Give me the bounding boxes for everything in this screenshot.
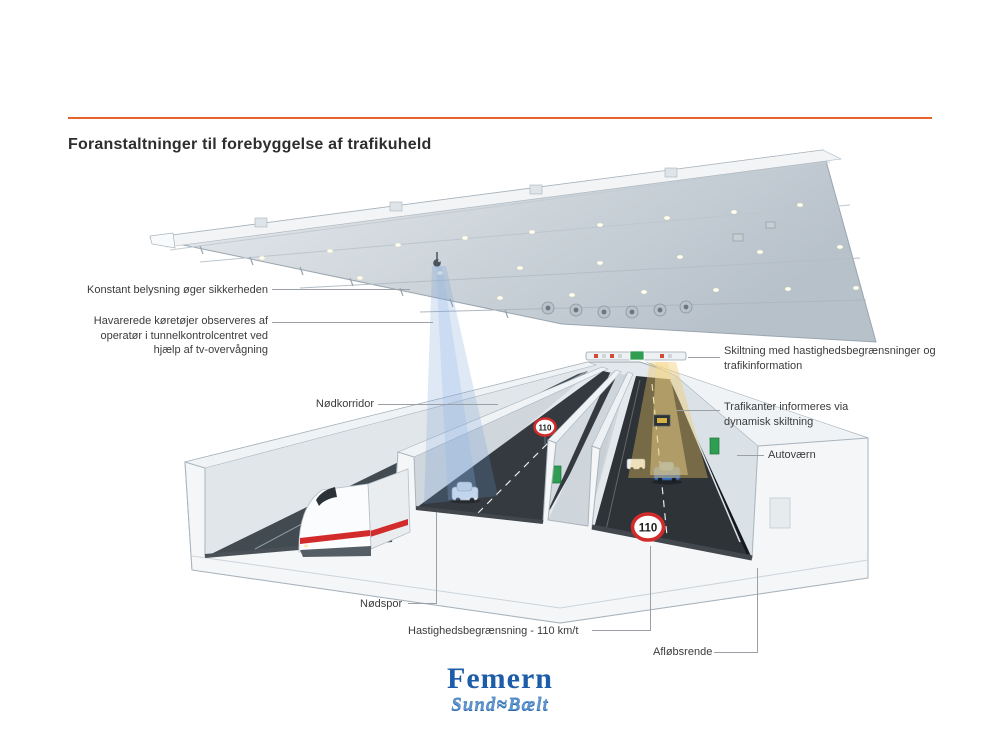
info-sign-gantry (585, 350, 687, 361)
svg-text:110: 110 (639, 523, 658, 535)
white-car (450, 481, 480, 504)
speed-sign-110-small: 110 (533, 417, 557, 444)
gantry-sign (629, 350, 645, 361)
dynamic-sign (653, 414, 671, 427)
connector-line (378, 404, 498, 405)
logo-primary: Femern (447, 662, 553, 695)
emergency-corridor-floor (548, 373, 628, 526)
white-car-far (626, 458, 646, 471)
hanging-fixture (732, 233, 744, 242)
hanging-fixture (765, 221, 776, 229)
connector-line (650, 546, 651, 631)
callout-skiltning: Skiltning med hastighedsbegrænsninger og… (724, 345, 936, 372)
svg-text:110: 110 (539, 424, 552, 433)
connector-line (272, 289, 410, 290)
top-divider (68, 117, 932, 119)
ceiling-lights (258, 202, 860, 319)
passenger-train (298, 468, 411, 557)
callout-hastighedsbegraensning: Hastighedsbegrænsning - 110 km/t (408, 625, 579, 637)
camera-beam (424, 266, 498, 504)
right-wall-inner (670, 376, 758, 558)
callout-havarerede-koretojer: Havarerede køretøjer observeres af opera… (93, 315, 268, 357)
logo-secondary: Sund≈Bælt (451, 694, 549, 715)
cctv-camera-icon (433, 252, 441, 267)
corridor-wall (543, 370, 616, 522)
callout-trafikanter: Trafikanter informeres via dynamisk skil… (724, 401, 849, 428)
callout-autovaern: Autoværn (768, 449, 816, 461)
connector-line (737, 455, 764, 456)
tunnel-base (183, 361, 869, 624)
connector-line (408, 603, 436, 604)
train-stripe (300, 530, 370, 544)
speed-sign-110-large: 110 (630, 512, 666, 542)
connector-line (272, 322, 433, 323)
page-title: Foranstaltninger til forebyggelse af tra… (68, 136, 432, 153)
divider-wall (392, 367, 602, 540)
connector-line (676, 410, 720, 411)
train-windshield (316, 487, 337, 506)
callout-nodkorridor: Nødkorridor (315, 398, 374, 410)
connector-line (688, 357, 720, 358)
connector-line (592, 630, 650, 631)
wall-recess (769, 497, 791, 529)
callout-aflobsrende: Afløbsrende (653, 646, 713, 658)
emergency-door (709, 437, 720, 455)
callout-nodspor: Nødspor (360, 598, 403, 610)
connector-line (757, 568, 758, 653)
callout-konstant-belysning: Konstant belysning øger sikkerheden (87, 284, 268, 296)
connector-line (714, 652, 757, 653)
blue-car (652, 461, 682, 485)
ceiling-slab (149, 149, 877, 343)
connector-line (436, 512, 437, 604)
